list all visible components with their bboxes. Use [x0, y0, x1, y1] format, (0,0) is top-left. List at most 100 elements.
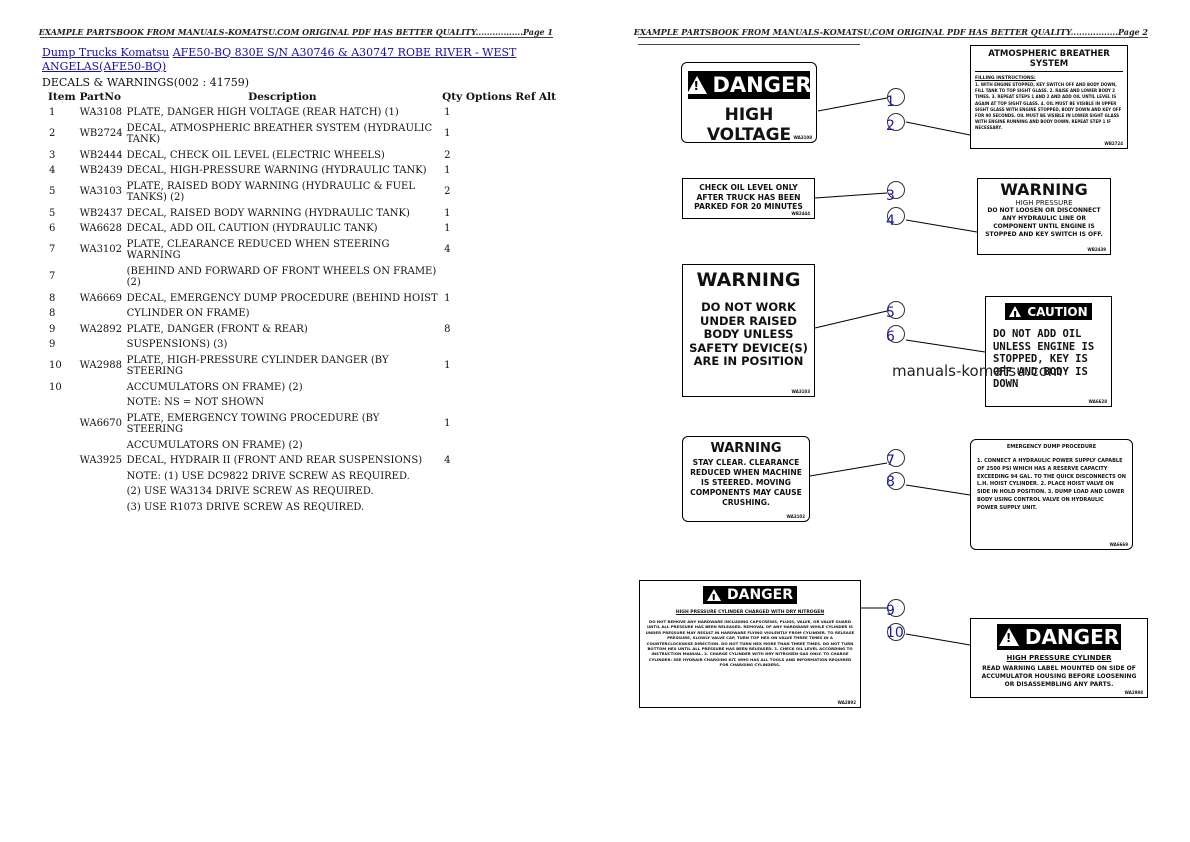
callout-circle-6 [887, 325, 905, 343]
decal-code: WA6669 [1109, 542, 1128, 547]
decal-atmospheric-breather: ATMOSPHERIC BREATHER SYSTEM FILLING INST… [970, 45, 1128, 149]
callout-number-9[interactable]: 9 [886, 603, 895, 619]
decal-text: DO NOT WORK UNDER RAISED BODY UNLESS SAF… [689, 300, 808, 368]
col-description: Description [248, 91, 317, 103]
decal-code: WA3102 [786, 514, 805, 519]
cell-qty: 1 [444, 207, 451, 219]
callout-circle-2 [887, 113, 905, 131]
leader-line-10 [905, 633, 971, 646]
danger-banner: DANGER [703, 586, 797, 606]
danger-banner: DANGER [686, 71, 812, 99]
cell-description: ACCUMULATORS ON FRAME) (2) [126, 439, 303, 451]
cell-description: NOTE: NS = NOT SHOWN [126, 397, 265, 408]
callout-number-8[interactable]: 8 [886, 474, 895, 490]
caution-banner: CAUTION [1005, 303, 1092, 323]
callout-number-5[interactable]: 5 [886, 305, 895, 321]
cell-item: 7 [49, 244, 56, 256]
col-qty-options-ref-alt: Qty Options Ref Alt [440, 91, 558, 105]
cell-item: 5 [49, 207, 56, 219]
col-ref: Ref [515, 91, 536, 103]
table-row: (3) USE R1073 DRIVE SCREW AS REQUIRED. [46, 500, 558, 516]
callout-circle-1 [887, 88, 905, 106]
cell-item: 1 [49, 107, 56, 118]
leader-line-6 [905, 339, 986, 353]
col-partno: PartNo [79, 91, 121, 103]
decal-danger-high-pressure-cylinder: DANGER HIGH PRESSURE CYLINDER READ WARNI… [970, 618, 1148, 698]
cell-qty: 1 [444, 128, 451, 140]
table-header-row: Item PartNo Description Qty Options Ref … [46, 91, 558, 105]
callout-circle-4 [887, 207, 905, 225]
cell-qty: 2 [444, 149, 451, 161]
decal-caution-add-oil: CAUTION DO NOT ADD OIL UNLESS ENGINE IS … [985, 296, 1112, 407]
danger-banner: DANGER [997, 624, 1121, 650]
breadcrumb-link-model[interactable]: AFE50-BQ 830E S/N A30746 & A30747 ROBE R… [42, 46, 517, 73]
decal-title: WARNING [710, 441, 782, 456]
decal-code: WA3108 [793, 135, 812, 140]
cell-partno: WA3103 [79, 186, 123, 198]
callout-number-4[interactable]: 4 [886, 213, 895, 229]
callout-circle-8 [887, 472, 905, 490]
cell-partno: WB2724 [79, 128, 123, 140]
col-options: Options [465, 91, 512, 103]
cell-partno: WA2988 [79, 360, 123, 372]
leader-line-4 [905, 219, 978, 233]
cell-description: PLATE, RAISED BODY WARNING (HYDRAULIC & … [126, 180, 415, 204]
callout-number-10[interactable]: 10 [886, 625, 904, 641]
cell-partno: WA6669 [79, 292, 123, 304]
cell-description: DECAL, CHECK OIL LEVEL (ELECTRIC WHEELS) [126, 149, 385, 161]
cell-description: DECAL, HYDRAIR II (FRONT AND REAR SUSPEN… [126, 455, 423, 466]
breadcrumb-link-dump-trucks[interactable]: Dump Trucks Komatsu [42, 46, 170, 59]
cell-item: 3 [49, 149, 56, 161]
warning-triangle-icon [686, 76, 707, 94]
cell-description: PLATE, DANGER (FRONT & REAR) [126, 323, 308, 335]
callout-circle-5 [887, 301, 905, 319]
cell-partno: WA6670 [79, 418, 123, 430]
decal-danger-high-voltage: DANGER HIGH VOLTAGE WA3108 [681, 62, 817, 143]
table-row: NOTE: (1) USE DC9822 DRIVE SCREW AS REQU… [46, 469, 558, 485]
cell-partno: WB2439 [79, 165, 123, 176]
parts-table: Item PartNo Description Qty Options Ref … [46, 91, 558, 515]
cell-partno: WB2444 [79, 149, 123, 161]
callout-number-6[interactable]: 6 [886, 329, 895, 345]
decal-text: 1. CONNECT A HYDRAULIC POWER SUPPLY CAPA… [977, 458, 1126, 511]
cell-item: 7 [49, 271, 56, 283]
cell-partno: WA3102 [79, 244, 123, 256]
cell-description: DECAL, HIGH-PRESSURE WARNING (HYDRAULIC … [126, 165, 427, 176]
callout-number-7[interactable]: 7 [886, 453, 895, 469]
cell-description: SUSPENSIONS) (3) [126, 339, 228, 350]
decal-code: WA2988 [1124, 690, 1143, 695]
cell-qty: 1 [444, 223, 451, 234]
callout-number-1[interactable]: 1 [886, 94, 895, 110]
decal-text: DO NOT REMOVE ANY HARDWARE INCLUDING CAP… [645, 619, 855, 668]
warning-triangle-icon [706, 589, 721, 606]
table-row: ACCUMULATORS ON FRAME) (2) [46, 438, 558, 454]
table-row: NOTE: NS = NOT SHOWN [46, 395, 558, 411]
callout-circle-3 [887, 181, 905, 199]
decal-code: WA2892 [837, 700, 856, 705]
callout-number-2[interactable]: 2 [886, 118, 895, 134]
decal-warning-high-pressure: WARNING HIGH PRESSURE DO NOT LOOSEN OR D… [977, 178, 1111, 255]
decal-emergency-dump-procedure: EMERGENCY DUMP PROCEDURE 1. CONNECT A HY… [970, 439, 1133, 550]
decal-text: DO NOT ADD OIL UNLESS ENGINE IS STOPPED,… [993, 328, 1095, 390]
section-title: DECALS & WARNINGS(002 : 41759) [42, 76, 250, 89]
cell-item: 8 [49, 308, 56, 319]
cell-qty: 1 [444, 107, 451, 118]
cell-item: 4 [49, 165, 56, 176]
decal-code: WB2439 [1087, 247, 1106, 252]
cell-description: (2) USE WA3134 DRIVE SCREW AS REQUIRED. [126, 486, 374, 497]
callout-circle-10 [887, 623, 905, 641]
cell-item: 9 [49, 323, 56, 335]
col-alt: Alt [539, 91, 556, 103]
cell-partno: WA3108 [79, 107, 123, 118]
decal-subtitle: FILLING INSTRUCTIONS: [975, 76, 1036, 81]
cell-partno: WA3925 [79, 455, 123, 466]
callout-number-3[interactable]: 3 [886, 188, 895, 204]
cell-description: PLATE, HIGH-PRESSURE CYLINDER DANGER (BY… [126, 354, 389, 378]
